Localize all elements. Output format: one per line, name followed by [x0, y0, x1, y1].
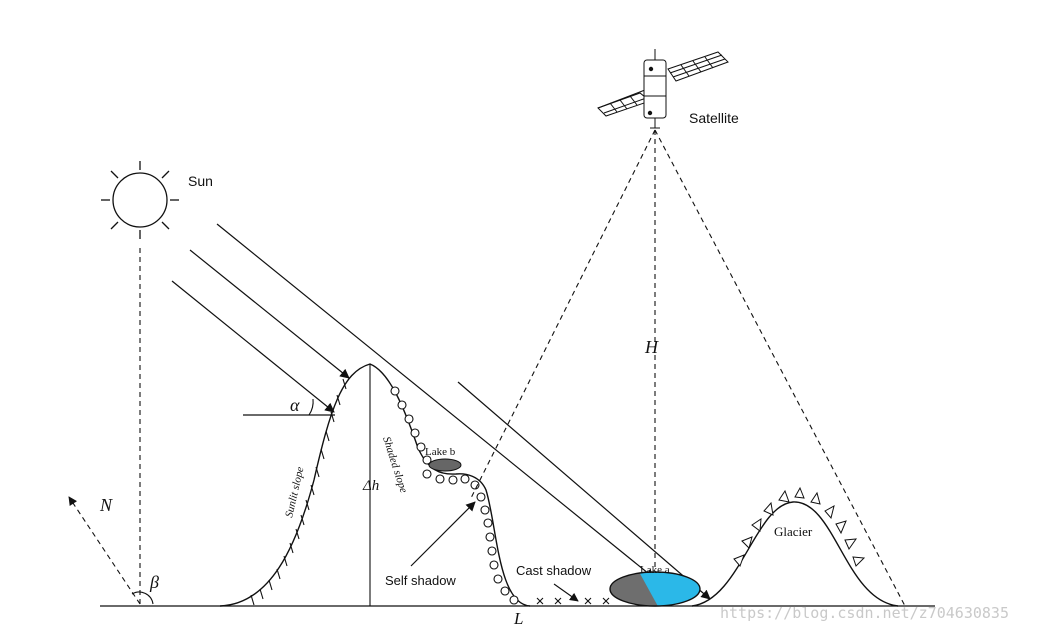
north-arrow — [68, 496, 141, 605]
satellite-label: Satellite — [689, 110, 739, 126]
sun-ray-3 — [216, 223, 655, 579]
beta-label: β — [149, 572, 159, 592]
beta-arc — [131, 591, 154, 605]
satellite-icon — [597, 49, 729, 129]
north-label: N — [99, 495, 113, 515]
sun-label: Sun — [188, 173, 213, 189]
shadow-length-label: L — [513, 609, 523, 628]
cast-shadow-label: Cast shadow — [516, 563, 592, 578]
lake-b-label: Lake b — [425, 446, 456, 458]
sunlit-slope-label: Sunlit slope — [283, 466, 306, 519]
alpha-label: α — [290, 395, 300, 415]
watermark: https://blog.csdn.net/z704630835 — [720, 604, 1009, 622]
sun-ray-1 — [171, 280, 335, 413]
lake-a — [609, 571, 701, 607]
sun-icon — [101, 161, 179, 239]
sunlit-slope-hatching — [250, 378, 347, 606]
lake-a-label: Lake a — [640, 564, 670, 576]
sun-ray-2 — [189, 249, 350, 379]
lake-b — [428, 458, 462, 472]
alpha-arc — [308, 398, 314, 416]
sun-ray-4 — [457, 381, 711, 600]
glacier-triangles — [733, 486, 866, 567]
shaded-slope-label: Shaded slope — [380, 435, 409, 494]
self-shadow-markers — [390, 386, 519, 605]
glacier-mountain — [691, 501, 899, 607]
satellite-height-label: H — [644, 337, 659, 357]
cast-shadow-markers — [536, 597, 610, 605]
relief-height-label: Δh — [362, 478, 379, 494]
cast-shadow-pointer — [553, 583, 579, 602]
satellite-view-left — [469, 129, 656, 501]
glacier-label: Glacier — [774, 524, 813, 539]
self-shadow-pointer — [410, 501, 476, 567]
self-shadow-label: Self shadow — [385, 573, 456, 588]
